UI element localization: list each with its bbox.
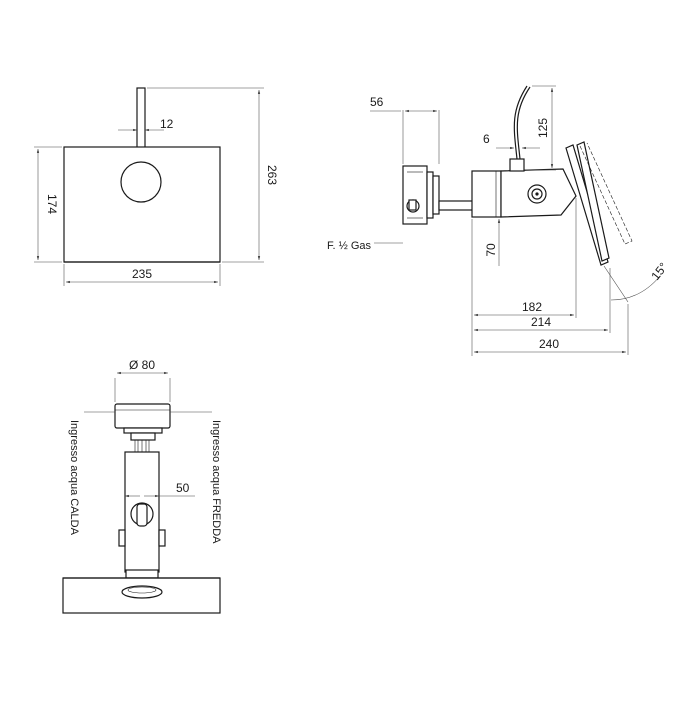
dim-56-label: 56 bbox=[370, 95, 384, 109]
dim-263-label: 263 bbox=[265, 165, 279, 185]
dim-240-label: 240 bbox=[539, 337, 559, 351]
dim-6-label: 6 bbox=[483, 132, 490, 146]
angle-arc bbox=[610, 275, 661, 301]
top-side-tab-right bbox=[158, 529, 166, 547]
side-flange-fitting-nut bbox=[408, 199, 417, 211]
angle-label: 15° bbox=[648, 260, 670, 283]
angle-ref-line bbox=[603, 265, 629, 303]
dim-235-label: 235 bbox=[132, 267, 152, 281]
top-bottom-nut bbox=[125, 569, 159, 579]
dim-214-label: 214 bbox=[531, 315, 551, 329]
side-flexible-hose bbox=[513, 85, 528, 160]
dim-12-label: 12 bbox=[160, 117, 174, 131]
front-view: 12 174 263 235 bbox=[34, 87, 279, 286]
top-side-tab-left bbox=[118, 529, 126, 547]
side-flange-step bbox=[426, 171, 434, 219]
front-knob bbox=[120, 161, 162, 203]
dim-125-label: 125 bbox=[536, 118, 550, 138]
side-view: 15° 56 6 125 70 F. ½ Gas 182 214 240 bbox=[327, 85, 671, 356]
top-plate-knob bbox=[121, 585, 163, 599]
top-view: Ø 80 50 Ingresso acqua CALDA Ingresso ac… bbox=[62, 358, 222, 614]
side-knob-center bbox=[535, 192, 539, 196]
cold-water-label: Ingresso acqua FREDDA bbox=[210, 420, 222, 544]
side-top-nut bbox=[509, 158, 525, 172]
side-body-front bbox=[471, 170, 502, 218]
hot-water-label: Ingresso acqua CALDA bbox=[68, 420, 80, 536]
top-flange-step-2 bbox=[130, 432, 156, 441]
connection-label: F. ½ Gas bbox=[327, 240, 372, 252]
dim-182-label: 182 bbox=[522, 300, 542, 314]
side-lever-2 bbox=[576, 141, 610, 262]
top-plate-knob-inner bbox=[127, 586, 157, 594]
dim-50-label: 50 bbox=[176, 481, 190, 495]
side-lever-rotated bbox=[579, 142, 633, 245]
side-flange-step-2 bbox=[432, 175, 440, 215]
dim-80-label: Ø 80 bbox=[129, 358, 155, 372]
top-knob-lever bbox=[136, 503, 148, 527]
side-flange bbox=[402, 165, 428, 225]
side-flexible-hose-2 bbox=[516, 86, 531, 160]
front-spout-pipe bbox=[136, 87, 146, 151]
dim-174-label: 174 bbox=[45, 194, 59, 214]
top-flange bbox=[114, 403, 171, 429]
top-flange-step bbox=[123, 427, 163, 434]
side-shaft bbox=[438, 200, 474, 211]
dim-70-label: 70 bbox=[484, 243, 498, 257]
